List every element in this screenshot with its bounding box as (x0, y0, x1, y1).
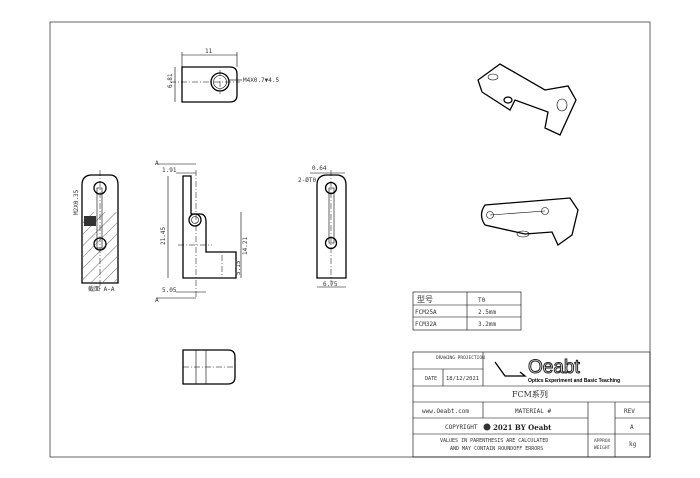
weight-unit: kg (629, 441, 637, 448)
dim-21-45: 21.45 (160, 227, 167, 245)
material-label: MATERIAL # (515, 408, 552, 415)
spec-cell: 3.2mm (478, 321, 496, 328)
dim-5-15: 5.15 (235, 260, 242, 275)
section-marker-bottom: A (155, 297, 159, 304)
logo-text: Oeabt (528, 357, 580, 378)
logo-mark-icon (494, 361, 527, 377)
copyright-icon (483, 423, 491, 431)
dim-height: 6.81 (167, 73, 174, 88)
dim-14-21: 14.21 (242, 237, 249, 255)
projection-label: DRAWING PROJECTION (436, 355, 485, 361)
note-line-2: AND MAY CONTAIN ROUNDOFF ERRORS (450, 446, 543, 452)
hole-callout: 2-ØT0 (298, 177, 316, 184)
spec-cell: 2.5mm (478, 309, 496, 316)
section-view: M2X0.35 截面 A-A (73, 170, 119, 293)
note-line-1: VALUES IN PARENTHESIS ARE CALCULATED (440, 438, 548, 444)
rev-label: REV (624, 408, 635, 415)
bottom-view (182, 349, 236, 385)
thread-callout: M4X0.7▼4.5 (243, 77, 280, 84)
rev-value: A (630, 424, 634, 431)
weight-label: WEIGHT (594, 445, 611, 451)
spec-cell: FCM25A (415, 309, 437, 316)
dim-6-75: 6.75 (323, 281, 338, 288)
copyright-text: 2021 BY Oeabt (493, 423, 552, 432)
top-view: 11 6.81 M4X0.7▼4.5 (167, 48, 280, 103)
dim-0-64: 0.64 (312, 165, 327, 172)
spec-header-t0: T0 (478, 297, 486, 304)
isometric-view-2 (480, 197, 579, 246)
section-thread-callout: M2X0.35 (73, 189, 80, 215)
dim-1-91: 1.91 (162, 167, 177, 174)
spec-table: 型号 T0 FCM25A 2.5mm FCM32A 3.2mm (412, 291, 522, 331)
title-block: DRAWING PROJECTION DATE 18/12/2021 Oeabt… (412, 351, 651, 458)
isometric-view-1 (477, 63, 577, 136)
drawing-title: FCM系列 (512, 389, 548, 399)
logo-tagline: Optics Experiment and Basic Teaching (528, 378, 620, 384)
section-caption: 截面 A-A (88, 285, 115, 293)
weight-label: APPROX (594, 438, 611, 444)
website: www.Oeabt.com (422, 408, 469, 415)
spec-header-model: 型号 (417, 295, 433, 304)
date-label: DATE (425, 376, 437, 382)
date-value: 18/12/2021 (446, 376, 479, 382)
dim-5-05: 5.05 (162, 287, 177, 294)
front-view: A A 21.45 1.91 14.21 5.15 5.05 (155, 160, 249, 304)
dim-width: 11 (205, 48, 213, 55)
section-marker-top: A (155, 160, 159, 167)
spec-cell: FCM32A (415, 321, 437, 328)
side-view: 0.64 2-ØT0 6.75 (298, 165, 347, 288)
sheet-border (49, 21, 651, 458)
copyright-label: COPYRIGHT (445, 424, 478, 431)
